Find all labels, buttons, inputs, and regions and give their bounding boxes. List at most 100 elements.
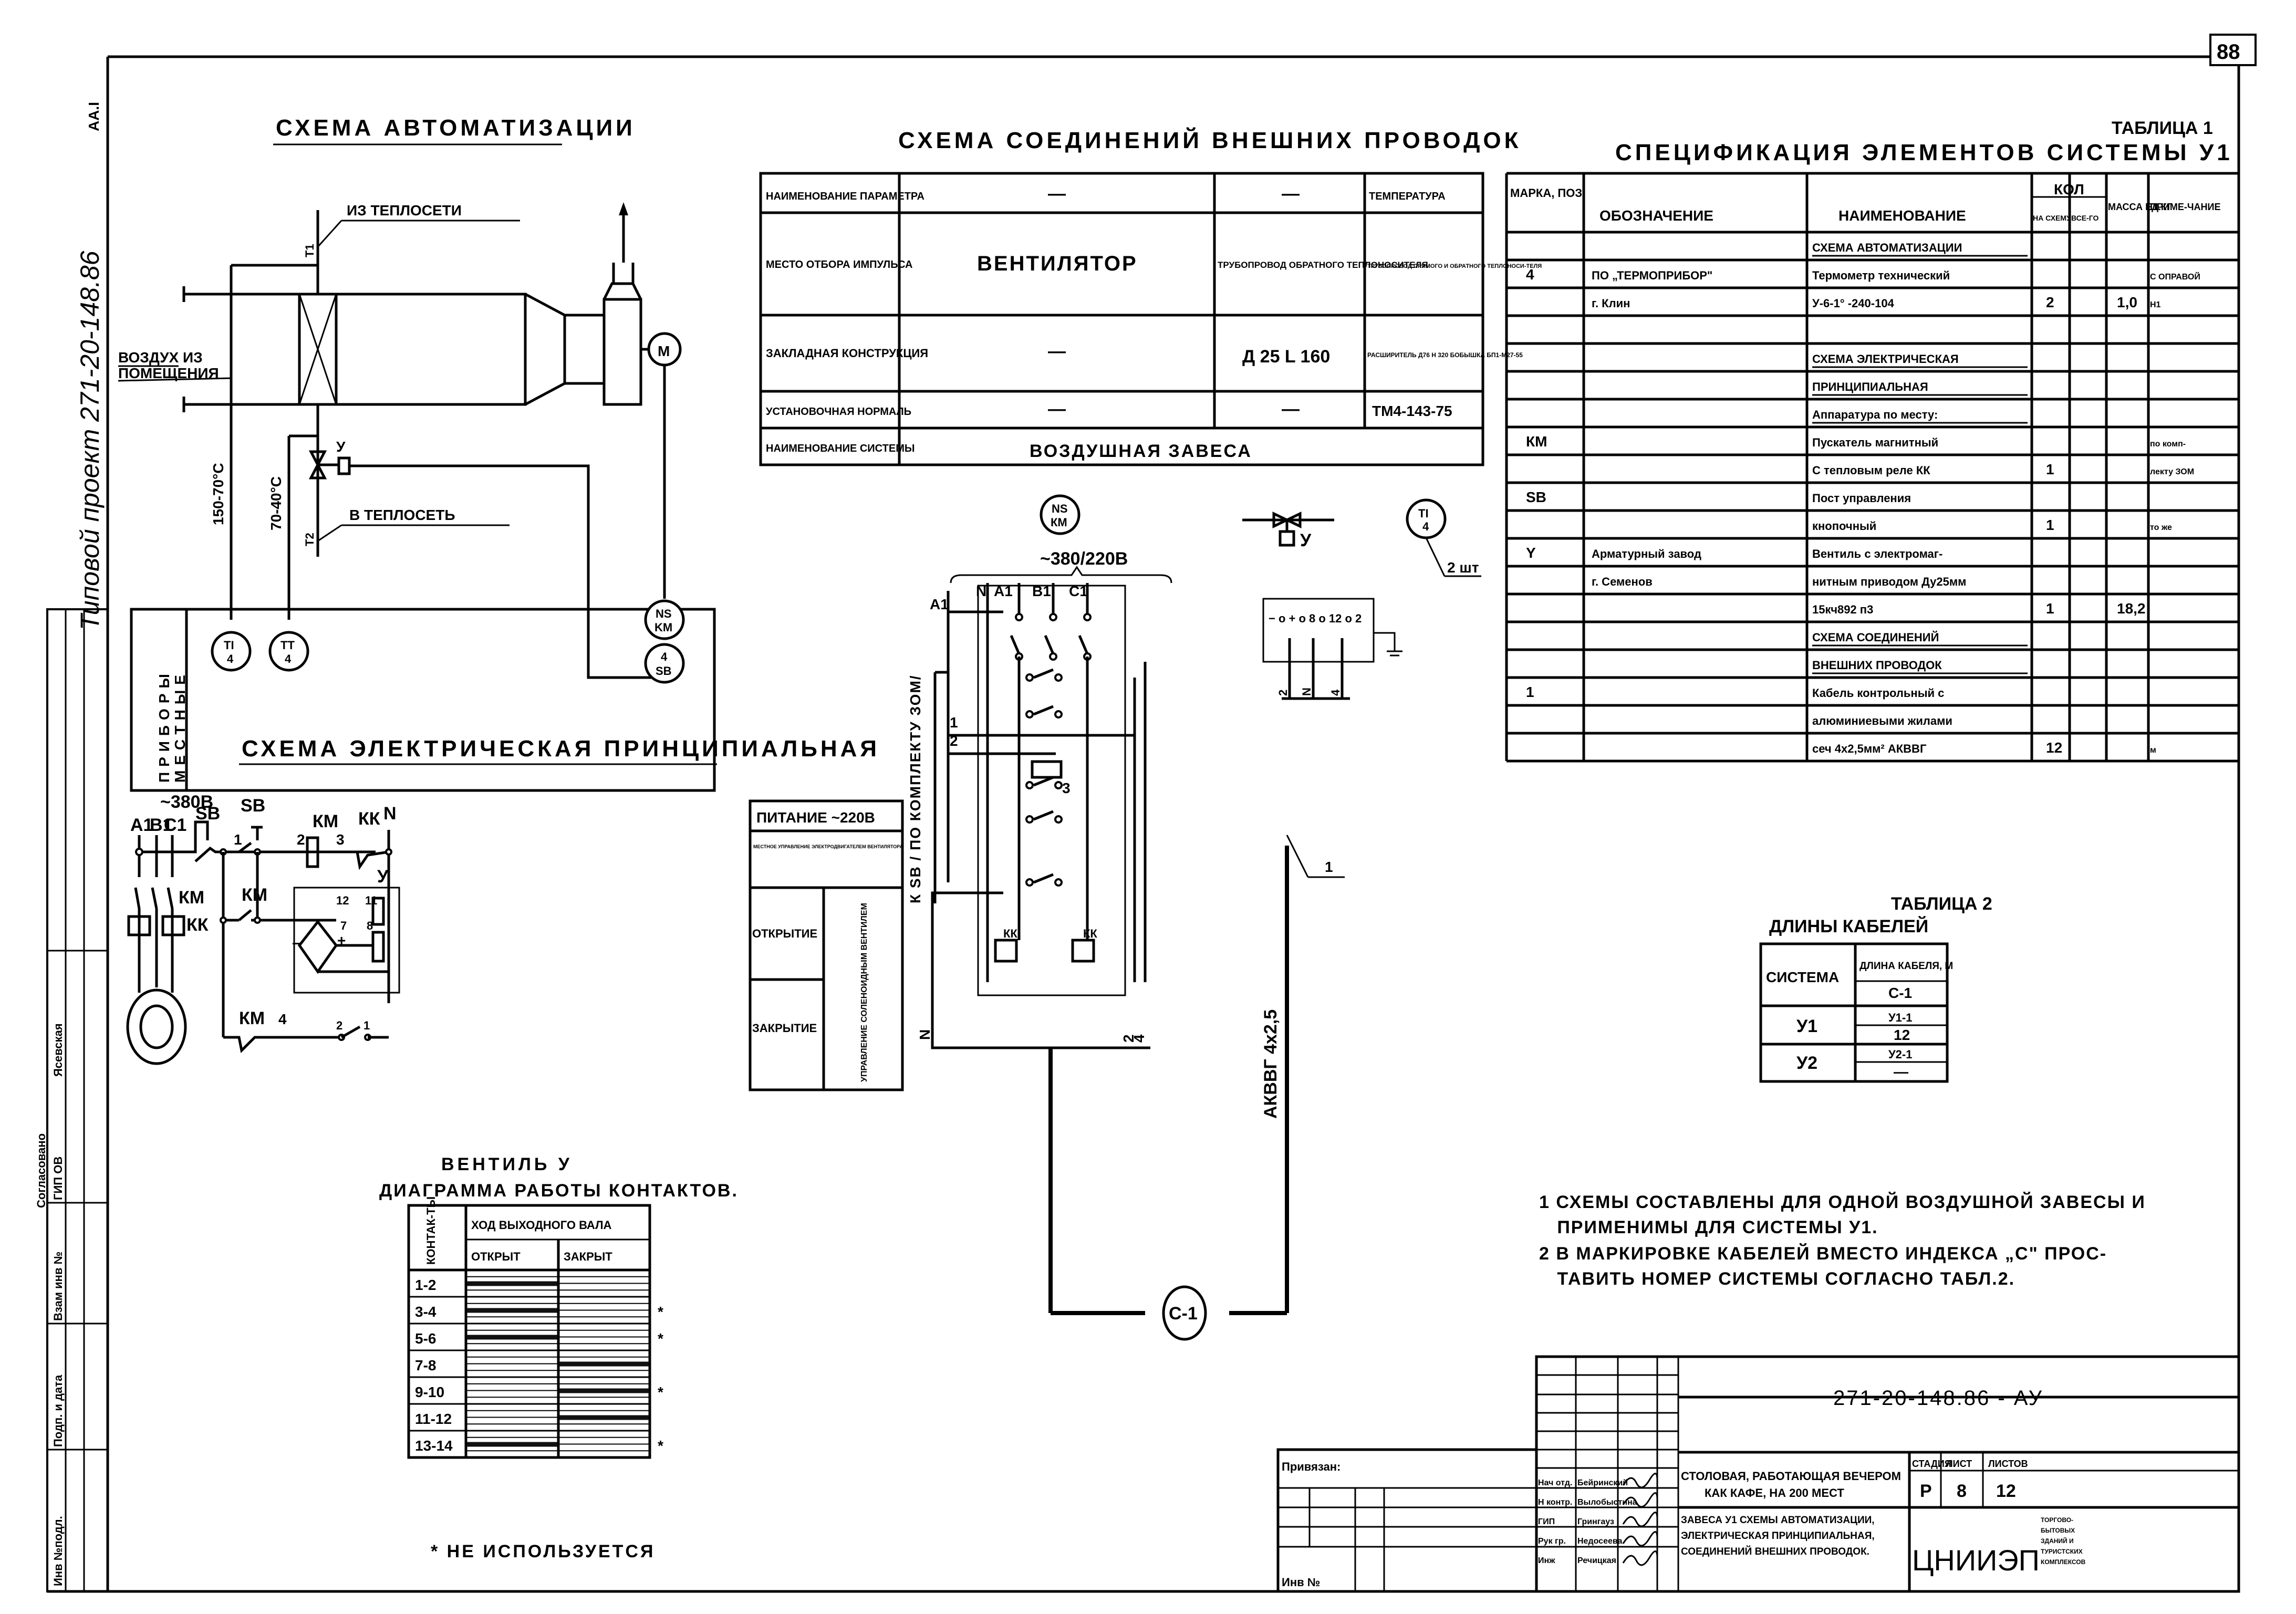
contact-row: 7-8 [409, 1356, 650, 1378]
conn-row1-c1: ВЕНТИЛЯТОР [977, 252, 1138, 275]
bottom-4: 4 [1131, 1034, 1147, 1043]
instrument-starter-bottom: KM [654, 621, 672, 634]
aux-contact-dot [1025, 815, 1034, 824]
aux-contact-dot [1054, 815, 1063, 824]
contact-pair: 9-10 [415, 1384, 444, 1400]
c8-label: 8 [367, 919, 373, 932]
starter-coil-icon [1031, 760, 1063, 779]
col-system: СИСТЕМА [1766, 969, 1839, 985]
conn-row3-c3: ТМ4-143-75 [1372, 403, 1452, 419]
approval-row: Рук гр.Недосеева [1538, 1531, 1658, 1547]
conn-row0-c3: ТЕМПЕРАТУРА [1369, 191, 1446, 202]
side-valve-control: УПРАВЛЕНИЕ СОЛЕНОИДНЫМ ВЕНТИЛЕМ [860, 903, 869, 1082]
spec-mass: 18,2 [2117, 600, 2146, 617]
strip-inv: Инв №подл. [51, 1516, 65, 1586]
spec-mark: КМ [1526, 433, 1547, 450]
spec-name: Пускатель магнитный [1812, 436, 1938, 449]
cable-pos: 1 [1325, 859, 1333, 875]
kit-label: К SB / ПО КОМПЛЕКТУ ЗОМ/ [907, 674, 923, 903]
sheet-title-l2: ЭЛЕКТРИЧЕСКАЯ ПРИНЦИПИАЛЬНАЯ, [1681, 1530, 1875, 1542]
kk-1: КК [1003, 927, 1017, 940]
approval-name: Грингауз [1577, 1517, 1614, 1526]
signature-icon [1622, 1492, 1658, 1508]
valve-diagram-title2: ДИАГРАММА РАБОТЫ КОНТАКТОВ. [379, 1181, 739, 1201]
contact-row: 5-6* [409, 1329, 663, 1351]
spec-head-mass: МАССА ЕД.КГ [2108, 202, 2172, 212]
wiring-voltage: ~380/220В [1040, 549, 1128, 569]
spec-designation: г. Клин [1592, 297, 1630, 310]
bus-a1: А1 [930, 596, 949, 612]
valve-bottom-n: N [1300, 688, 1313, 696]
spec-head-qty: КОЛ [2054, 181, 2084, 197]
valve-y: У [1300, 530, 1312, 550]
approval-strip: Инв №подл. Подп. и дата Взам инв № ГИП О… [35, 608, 109, 1592]
thermo-top: ТI [1418, 507, 1429, 520]
side-power: ПИТАНИЕ ~220В [756, 809, 875, 826]
spec-title: СПЕЦИФИКАЦИЯ ЭЛЕМЕНТОВ СИСТЕМЫ У1 [1615, 140, 2233, 165]
instrument-ti-top: ТI [224, 639, 234, 652]
spec-row: алюминиевыми жилами [1812, 714, 1952, 727]
spec-qty: 1 [2046, 461, 2054, 477]
spec-row: СХЕМА СОЕДИНЕНИЙ [1812, 631, 2028, 647]
from-network-label: ИЗ ТЕПЛОСЕТИ [347, 202, 462, 218]
c12-label: 12 [336, 894, 349, 907]
bottom-2: 2 [1120, 1034, 1137, 1043]
stage-label: СТАДИЯ [1912, 1459, 1951, 1469]
spec-name: С тепловым реле КК [1812, 464, 1930, 477]
spec-name: нитным приводом Ду25мм [1812, 575, 1966, 588]
c7-label: 7 [340, 919, 347, 932]
spec-name: сеч 4х2,5мм² АКВВГ [1812, 742, 1927, 755]
spec-row: Аппаратура по месту: [1812, 408, 2028, 424]
aux-contact-dot [1054, 878, 1063, 887]
stage-value: Р [1920, 1481, 1932, 1501]
spec-mark: Y [1526, 545, 1536, 561]
spec-mark: SB [1526, 489, 1546, 505]
to-network-label: В ТЕПЛОСЕТЬ [349, 507, 455, 523]
km-main-label: КМ [179, 888, 204, 908]
cable-label: АКВВГ 4х2,5 [1261, 1009, 1281, 1119]
approval-row: Нач отд.Бейринский [1538, 1473, 1658, 1488]
spec-name: Термометр технический [1812, 269, 1950, 282]
spec-qty: 12 [2046, 740, 2062, 756]
spec-head-qty-total: ВСЕ-ГО [2071, 214, 2098, 222]
connections-table: СХЕМА СОЕДИНЕНИЙ ВНЕШНИХ ПРОВОДОК НАИМЕН… [759, 127, 1542, 466]
wiring-diagram: NS КМ ~380/220В N А1 В1 С1 А1 1 2 3 КК К… [907, 494, 1481, 1341]
t1-label: Т1 [303, 244, 316, 257]
cable-row1-length: — [1894, 1064, 1908, 1080]
spec-name: ВНЕШНИХ ПРОВОДОК [1812, 659, 1942, 672]
aux-contact-dot [1025, 710, 1034, 719]
valve-bottom-2: 2 [1276, 690, 1290, 696]
bottom-n: N [917, 1029, 933, 1040]
sheet-title-l3: СОЕДИНЕНИЙ ВНЕШНИХ ПРОВОДОК. [1681, 1546, 1869, 1557]
unused-marker: * [658, 1304, 663, 1320]
conn-row2-c1: — [1048, 341, 1066, 361]
sheet-title-l1: ЗАВЕСА У1 СХЕМЫ АВТОМАТИЗАЦИИ, [1681, 1515, 1875, 1526]
cable-table: ТАБЛИЦА 2 ДЛИНЫ КАБЕЛЕЙ СИСТЕМА ДЛИНА КА… [1759, 894, 1992, 1083]
spec-note: С ОПРАВОЙ [2150, 272, 2200, 282]
wire-2: 2 [297, 831, 305, 848]
instrument-post-top: 4 [661, 650, 668, 663]
valve-terms: − o + o 8 o 12 o 2 [1269, 612, 1362, 625]
cable-table-no: ТАБЛИЦА 2 [1891, 894, 1992, 914]
strip-sign-date: Подп. и дата [51, 1374, 65, 1447]
note-line-1: 1 СХЕМЫ СОСТАВЛЕНЫ ДЛЯ ОДНОЙ ВОЗДУШНОЙ З… [1539, 1192, 2146, 1212]
valve-diagram-title1: ВЕНТИЛЬ У [441, 1154, 573, 1174]
closed-state-bar [559, 1415, 649, 1420]
contact-row: 11-12 [409, 1410, 650, 1432]
conn-row3-c1: — [1048, 399, 1066, 419]
page-number-box [2209, 34, 2257, 66]
spec-note: по комп- [2150, 440, 2186, 449]
aux-contact-dot [1054, 781, 1063, 789]
phase-a1: А1 [130, 815, 153, 835]
conn-system-label: НАИМЕНОВАНИЕ СИСТЕМЫ [766, 443, 915, 454]
side-code: АА.І [86, 102, 102, 131]
unused-marker: * [658, 1438, 663, 1454]
rectifier-icon [297, 919, 338, 974]
signature-icon [1622, 1512, 1658, 1527]
spec-name: У-6-1° -240-104 [1812, 297, 1895, 310]
org-sub-1: БЫТОВЫХ [2041, 1527, 2075, 1534]
side-close: ЗАКРЫТИЕ [752, 1022, 817, 1035]
conn-row3-c2: — [1282, 399, 1300, 419]
